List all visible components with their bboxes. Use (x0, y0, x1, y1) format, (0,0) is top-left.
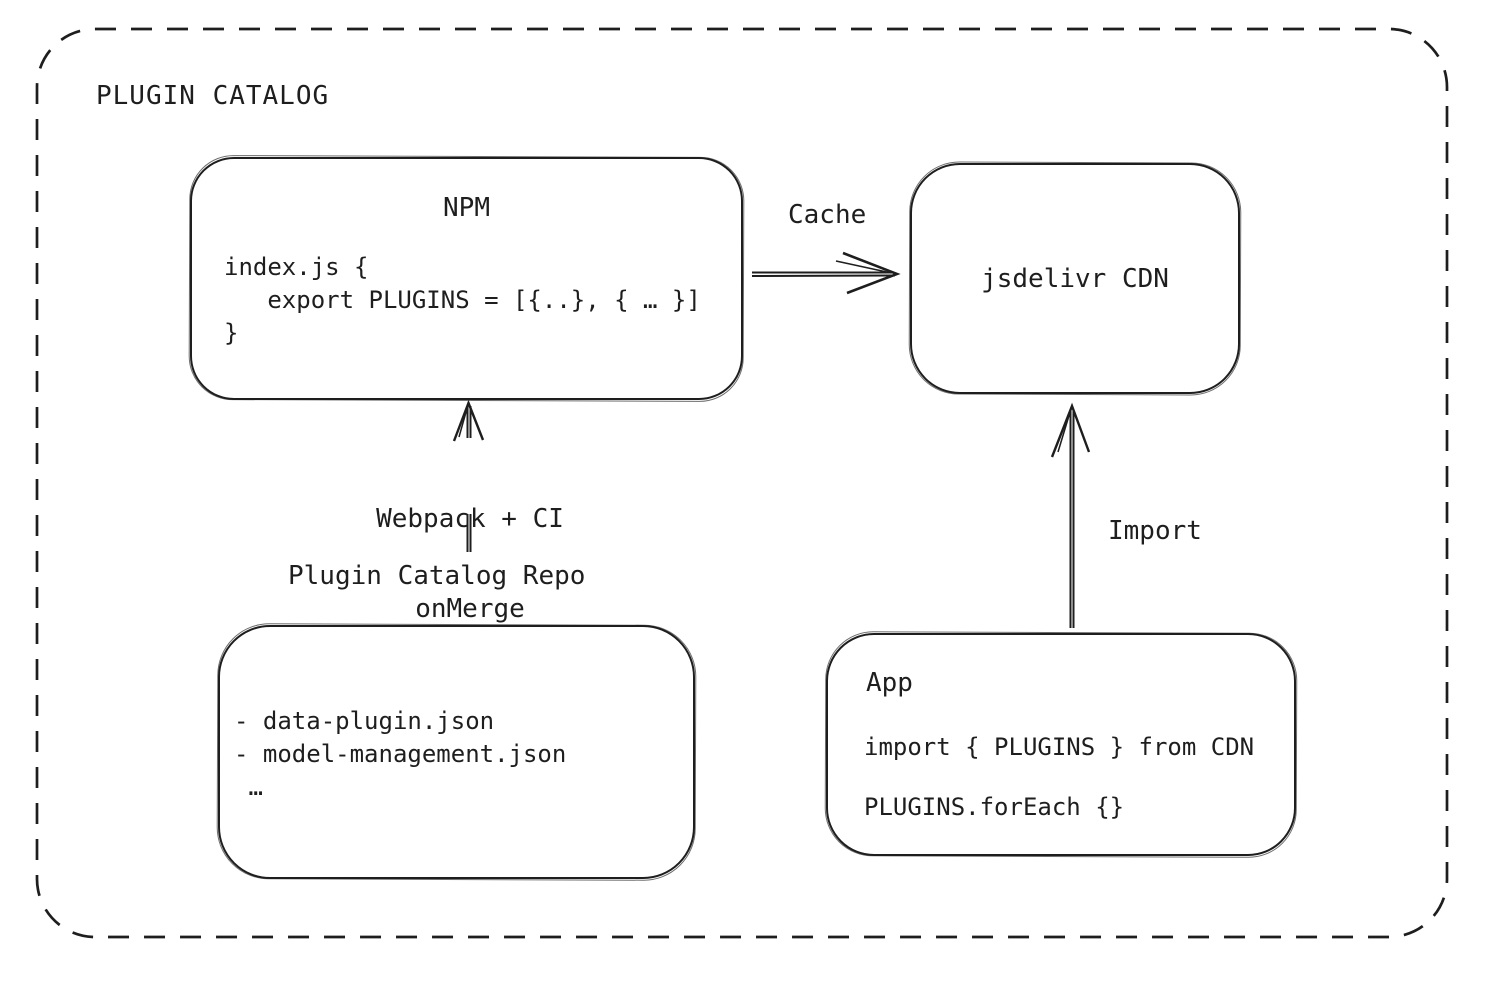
build-arrow-label-line1: Webpack + CI (376, 504, 564, 534)
code-line: } (224, 319, 239, 347)
code-line: import { PLUGINS } from CDN (864, 733, 1255, 761)
app-node: App import { PLUGINS } from CDN PLUGINS.… (826, 633, 1296, 856)
build-arrow-label: Webpack + CI onMerge (340, 444, 600, 684)
code-line: index.js { (224, 253, 369, 281)
repo-file-item: - data-plugin.json (234, 707, 495, 735)
npm-code-block: index.js { export PLUGINS = [{..}, { … }… (224, 251, 701, 350)
repo-file-item: - model-management.json (234, 740, 567, 768)
repo-file-item: … (234, 773, 263, 801)
build-arrow-label-line2: onMerge (415, 594, 525, 624)
npm-node: NPM index.js { export PLUGINS = [{..}, {… (190, 157, 743, 400)
repo-node-heading: Plugin Catalog Repo (288, 561, 586, 591)
repo-node: - data-plugin.json - model-management.js… (218, 625, 695, 879)
cdn-node-label: jsdelivr CDN (981, 263, 1169, 294)
cache-arrow-label: Cache (788, 200, 867, 230)
repo-file-list: - data-plugin.json - model-management.js… (234, 705, 566, 804)
import-arrow (1050, 402, 1091, 628)
app-node-title: App (866, 668, 913, 698)
cdn-node: jsdelivr CDN (910, 163, 1240, 394)
import-arrow-label: Import (1108, 516, 1202, 546)
code-line: PLUGINS.forEach {} (864, 793, 1125, 821)
npm-node-title: NPM (443, 193, 490, 223)
cache-arrow (751, 251, 901, 295)
code-line: export PLUGINS = [{..}, { … }] (224, 286, 701, 314)
diagram-title: PLUGIN CATALOG (96, 81, 330, 111)
